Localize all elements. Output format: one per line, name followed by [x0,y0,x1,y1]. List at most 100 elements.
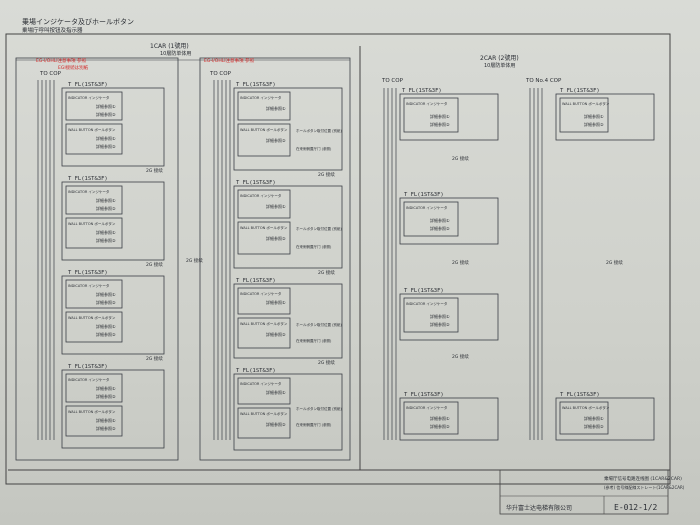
detail-1: 詳細参照① [430,113,450,119]
detail-2: 詳細参照② [96,205,116,211]
column-1-red-note-2: EGI接続は別紙 [58,64,89,71]
indicator-label: INDICATOR インジケータ [68,95,110,100]
indicator-label: INDICATOR インジケータ [68,377,110,382]
column-1-to-cop: TO COP [39,71,62,77]
wall-button-label: WALL BUTTON ボールボタン [68,221,116,226]
floor-label: T FL(1ST&3F) [68,82,108,88]
detail-2: 詳細参照② [266,137,286,143]
indicator-label: INDICATOR インジケータ [240,291,282,296]
indicator-label: INDICATOR インジケータ [406,205,448,210]
detail-2: 詳細参照② [266,331,286,337]
column-1-frame [15,57,179,461]
remark-2: 在来側側置厅门 (参照) [296,146,332,151]
detail-1: 詳細参照① [430,313,450,319]
floor-label: T FL(1ST&3F) [236,82,276,88]
column-2-bus [213,80,231,440]
wall-button-label: WALL BUTTON ボールボタン [240,321,288,326]
indicator-label: INDICATOR インジケータ [68,283,110,288]
indicator-label: INDICATOR インジケータ [406,101,448,106]
column-3-floor-3: T FL(1ST&3F) INDICATOR インジケータ 詳細参照① 詳細参照… [399,288,499,360]
header-title: 乗場インジケータ及びホールボタン [22,17,134,26]
remark-1: ホールボタン取付位置 (別紙) [296,322,342,327]
remark-1: ホールボタン取付位置 (別紙) [296,406,342,411]
drawing-number: E-012-1/2 [614,503,658,512]
indicator-label: INDICATOR インジケータ [240,193,282,198]
floor-label: T FL(1ST&3F) [236,368,276,374]
wall-button-label: WALL BUTTON ボールボタン [68,409,116,414]
column-1-bus [37,80,55,440]
header-subtitle: 乗場庁呼叫按钮及指示器 [22,26,83,34]
detail-1: 詳細参照① [96,385,116,391]
detail-1: 詳細参照① [96,197,116,203]
section-1-desc: 10層防单体用 [160,50,191,57]
outer-frame [5,33,671,485]
detail-1: 詳細参照① [266,299,286,305]
column-4-joint: 2G 接续 [606,259,623,266]
column-2-floor-3: T FL(1ST&3F) INDICATOR インジケータ WALL BUTTO… [233,278,342,366]
detail-2: 詳細参照② [430,225,450,231]
detail-2: 詳細参照② [96,237,116,243]
column-2-floor-1: T FL(1ST&3F) INDICATOR インジケータ WALL BUTTO… [233,82,342,178]
joint-label: 2G 接续 [318,359,335,366]
joint-label: 2G 接续 [146,167,163,174]
column-1-red-note-1: EG-I/OHLI注意事項 参照 [36,57,86,64]
section-1-car: 1CAR (1號用) [150,42,189,50]
detail-2: 詳細参照② [266,421,286,427]
detail-1: 詳細参照① [96,135,116,141]
detail-1: 詳細参照① [430,217,450,223]
floor-label: T FL(1ST&3F) [404,392,444,398]
detail-1: 詳細参照① [96,229,116,235]
column-3-floor-1: T FL(1ST&3F) INDICATOR インジケータ 詳細参照① 詳細参照… [399,88,499,162]
detail-2: 詳細参照② [96,393,116,399]
floor-label: T FL(1ST&3F) [68,176,108,182]
detail-2: 詳細参照② [584,121,604,127]
detail-2: 詳細参照② [266,235,286,241]
column-1-floor-4: T FL(1ST&3F) INDICATOR インジケータ WALL BUTTO… [61,364,165,449]
detail-2: 詳細参照② [96,143,116,149]
remark-1: ホールボタン取付位置 (別紙) [296,226,342,231]
detail-1: 詳細参照① [430,415,450,421]
column-1-floor-2: T FL(1ST&3F) INDICATOR インジケータ WALL BUTTO… [61,176,165,268]
column-4-to-cop: TO No.4 COP [525,78,562,84]
section-2-car: 2CAR (2號用) [480,54,519,62]
floor-label: T FL(1ST&3F) [404,288,444,294]
detail-1: 詳細参照① [96,417,116,423]
column-2-to-cop: TO COP [209,71,232,77]
wall-button-label: WALL BUTTON ボールボタン [68,127,116,132]
joint-label: 2G 接续 [452,259,469,266]
detail-1: 詳細参照① [266,203,286,209]
detail-2: 詳細参照② [96,331,116,337]
joint-label: 2G 接续 [452,155,469,162]
column-1-floor-1: T FL(1ST&3F) INDICATOR インジケータ WALL BUTTO… [61,82,165,174]
indicator-label: INDICATOR インジケータ [406,405,448,410]
indicator-label: INDICATOR インジケータ [240,95,282,100]
indicator-label: INDICATOR インジケータ [406,301,448,306]
drawing-subtitle: (参考) 信号線配線ストレート(1CAR&2CAR) [604,484,685,490]
joint-label: 2G 接续 [452,353,469,360]
detail-1: 詳細参照① [96,291,116,297]
column-2-floor-2: T FL(1ST&3F) INDICATOR インジケータ WALL BUTTO… [233,180,342,276]
remark-1: ホールボタン取付位置 (別紙) [296,128,342,133]
column-4-bus [529,88,543,440]
drawing-name: 乘場厅信号电路连线图 (1CAR&2CAR) [604,475,682,482]
title-block: 乘場厅信号电路连线图 (1CAR&2CAR) (参考) 信号線配線ストレート(1… [499,469,685,515]
detail-2: 詳細参照② [96,299,116,305]
detail-1: 詳細参照① [266,105,286,111]
detail-2: 詳細参照② [584,423,604,429]
column-3-floor-4: T FL(1ST&3F) INDICATOR インジケータ 詳細参照① 詳細参照… [399,392,499,441]
detail-2: 詳細参照② [96,425,116,431]
floor-label: T FL(1ST&3F) [68,364,108,370]
joint-label: 2G 接续 [146,355,163,362]
detail-1: 詳細参照① [96,103,116,109]
column-1-joint-side: 2G 接续 [186,257,203,264]
detail-1: 詳細参照① [584,113,604,119]
floor-label: T FL(1ST&3F) [402,88,442,94]
column-2-red-note-1: EG-I/OHLI注意事項 参照 [204,57,254,64]
floor-label: T FL(1ST&3F) [236,180,276,186]
section-2-desc: 10層防单体用 [484,62,515,69]
detail-2: 詳細参照② [430,121,450,127]
column-2-frame [199,57,351,461]
wall-button-label: WALL BUTTON ボールボタン [240,225,288,230]
floor-label: T FL(1ST&3F) [560,88,600,94]
